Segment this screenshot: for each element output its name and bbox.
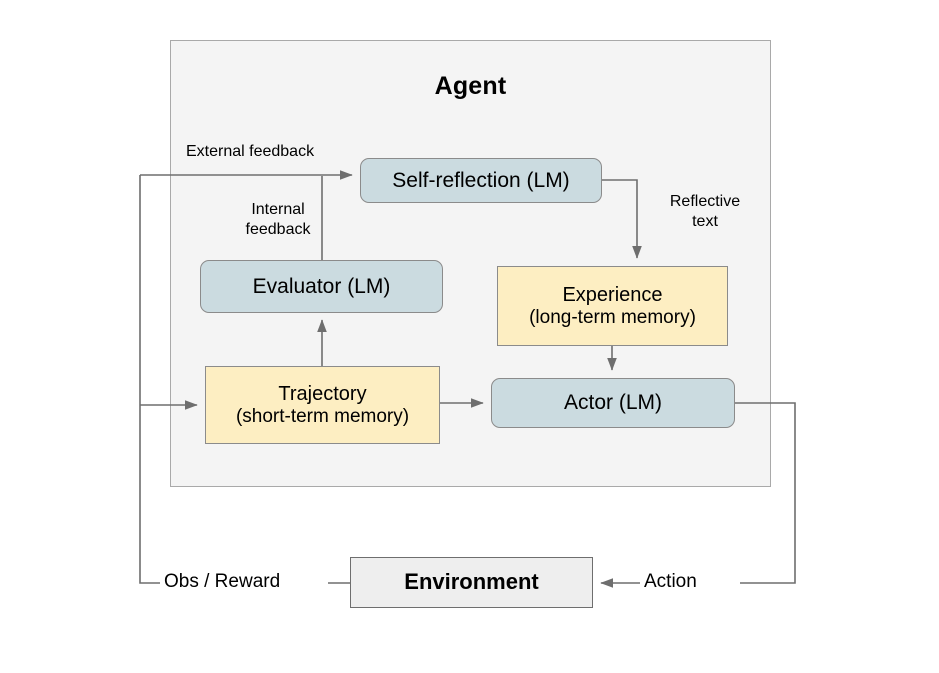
wire-obs-left-bus xyxy=(139,175,160,584)
label-obs-reward: Obs / Reward xyxy=(160,568,328,596)
page-title: Agent xyxy=(434,72,507,100)
node-actor-label: Actor (LM) xyxy=(563,391,662,415)
node-environment-label: Environment xyxy=(404,569,539,595)
label-external-feedback: External feedback xyxy=(186,143,315,160)
label-internal-feedback: Internal feedback xyxy=(245,201,311,238)
node-environment[interactable]: Environment xyxy=(350,557,593,608)
node-trajectory-title: Trajectory xyxy=(278,382,367,405)
node-actor[interactable]: Actor (LM) xyxy=(491,378,735,428)
node-experience[interactable]: Experience (long-term memory) xyxy=(497,266,728,346)
node-trajectory[interactable]: Trajectory (short-term memory) xyxy=(205,366,440,444)
node-experience-title: Experience xyxy=(562,283,663,306)
node-evaluator[interactable]: Evaluator (LM) xyxy=(200,260,443,313)
node-self-reflection[interactable]: Self-reflection (LM) xyxy=(360,158,602,203)
node-trajectory-subtitle: (short-term memory) xyxy=(235,405,410,427)
node-experience-subtitle: (long-term memory) xyxy=(529,306,696,328)
label-action: Action xyxy=(640,568,740,596)
node-self-reflection-label: Self-reflection (LM) xyxy=(392,168,570,192)
label-reflective-text: Reflective text xyxy=(669,193,741,230)
node-evaluator-label: Evaluator (LM) xyxy=(252,274,391,298)
